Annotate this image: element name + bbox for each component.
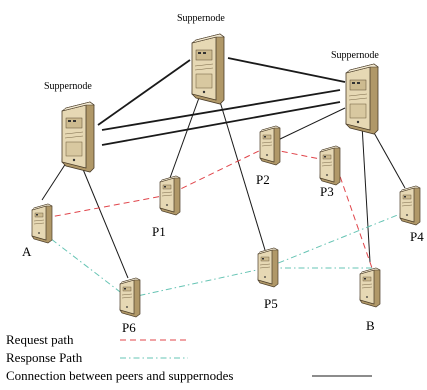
peer-P5: P5 <box>257 247 279 311</box>
link-left-right <box>101 89 341 131</box>
supernode-top: Suppernode <box>177 13 225 105</box>
peer-P1-label: P1 <box>152 224 166 239</box>
peer-P4-label: P4 <box>410 229 424 244</box>
link-left-top <box>97 59 191 126</box>
peer-B-label: B <box>366 318 375 333</box>
conn-B-right <box>361 124 371 263</box>
peer-P4: P4 <box>399 185 424 244</box>
legend-lines <box>120 339 372 377</box>
supernode-right: Suppernode <box>331 50 379 135</box>
conn-P5-top <box>217 94 266 251</box>
conn-P1-top <box>169 94 201 179</box>
conn-A-left <box>41 159 69 201</box>
peer-B: B <box>359 267 381 333</box>
peer-P3-label: P3 <box>320 184 334 199</box>
peer-P2: P2 <box>256 125 281 187</box>
legend-response-label: Response Path <box>6 350 83 365</box>
supernode-left: Suppernode <box>44 81 95 173</box>
response-path <box>41 231 372 299</box>
supernode-right-label: Suppernode <box>331 50 379 61</box>
link-top-right <box>227 57 346 83</box>
supernode-links <box>97 57 346 146</box>
link-left-right-lower <box>101 101 341 146</box>
peer-P1: P1 <box>152 175 181 239</box>
legend-connection-label: Connection between peers and suppernodes <box>6 368 234 383</box>
legend-request-label: Request path <box>6 332 74 347</box>
peer-P3: P3 <box>319 145 341 199</box>
peer-P2-label: P2 <box>256 172 270 187</box>
supernode-left-label: Suppernode <box>44 81 92 92</box>
conn-P6-left <box>79 161 129 279</box>
peer-P5-label: P5 <box>264 296 278 311</box>
peer-A-label: A <box>22 244 32 259</box>
peer-P6-label: P6 <box>122 320 136 335</box>
peer-P6: P6 <box>119 277 141 335</box>
supernode-top-label: Suppernode <box>177 13 225 24</box>
peer-A: A <box>22 203 53 259</box>
conn-P2-right <box>277 107 346 141</box>
response-path-branch <box>265 211 406 269</box>
